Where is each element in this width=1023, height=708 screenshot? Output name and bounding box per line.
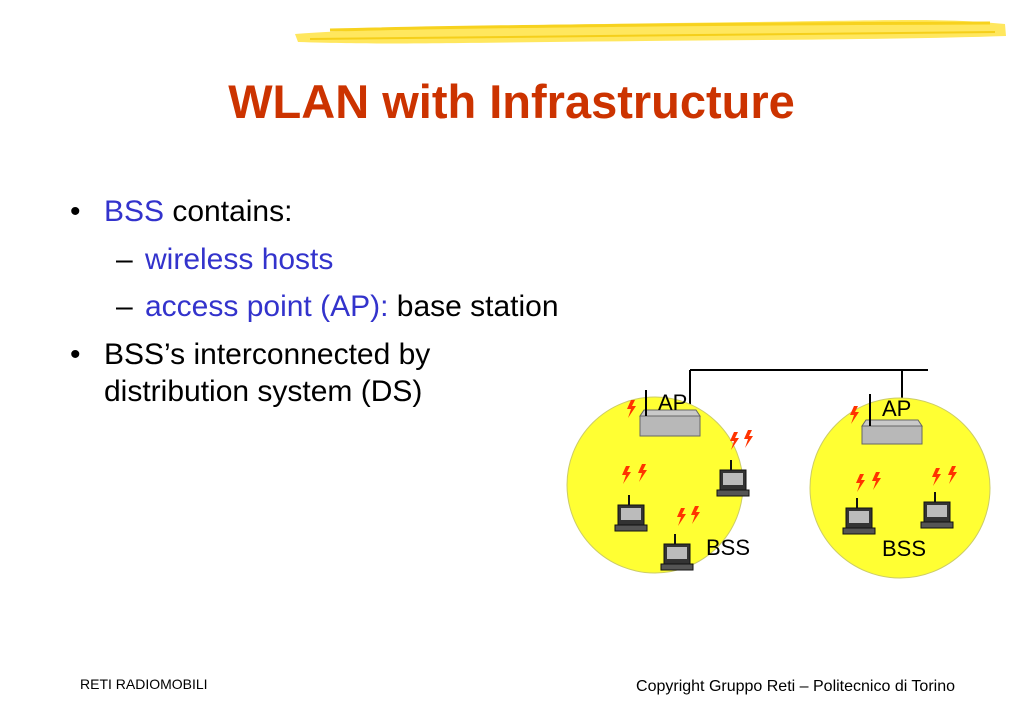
- bss-term: BSS: [104, 195, 165, 228]
- page-title: WLAN with Infrastructure: [228, 75, 795, 128]
- sub-bullet-text: wireless hosts: [145, 242, 334, 276]
- bss-label: BSS: [706, 535, 750, 560]
- sub-bullet-wireless-hosts: – wireless hosts: [70, 241, 570, 279]
- bullet-dot-icon: •: [70, 337, 81, 371]
- bss-cell-2: AP BSS: [809, 394, 991, 579]
- lightning-icon: [744, 430, 753, 448]
- dash-icon: –: [116, 242, 133, 276]
- bullet-list: • BSS contains: – wireless hosts – acces…: [70, 193, 570, 421]
- bullet-dot-icon: •: [70, 195, 81, 228]
- bullet-bss-interconnected: • BSS’s interconnected by distribution s…: [70, 336, 570, 411]
- bss-diagram: AP BSS AP BSS: [566, 369, 991, 579]
- ap-label: AP: [658, 390, 687, 415]
- bss-label: BSS: [882, 536, 926, 561]
- bullet-bss-contains: • BSS contains:: [70, 193, 570, 231]
- sub-bullet-text: base station: [388, 290, 559, 323]
- footer-course-name: RETI RADIOMOBILI: [80, 676, 208, 692]
- sub-bullet-access-point: – access point (AP): base station: [70, 288, 570, 326]
- bullet-text: BSS’s interconnected by distribution sys…: [104, 337, 431, 409]
- access-point-icon: [861, 394, 923, 445]
- footer-copyright: Copyright Gruppo Reti – Politecnico di T…: [636, 678, 955, 695]
- dash-icon: –: [116, 290, 133, 323]
- bullet-text: contains:: [164, 195, 293, 228]
- ap-label: AP: [882, 396, 911, 421]
- access-point-icon: [639, 390, 701, 437]
- bss-cell-1: AP BSS: [566, 390, 753, 574]
- ap-term: access point (AP):: [145, 290, 389, 323]
- highlighter-stroke-decoration: [295, 20, 1006, 44]
